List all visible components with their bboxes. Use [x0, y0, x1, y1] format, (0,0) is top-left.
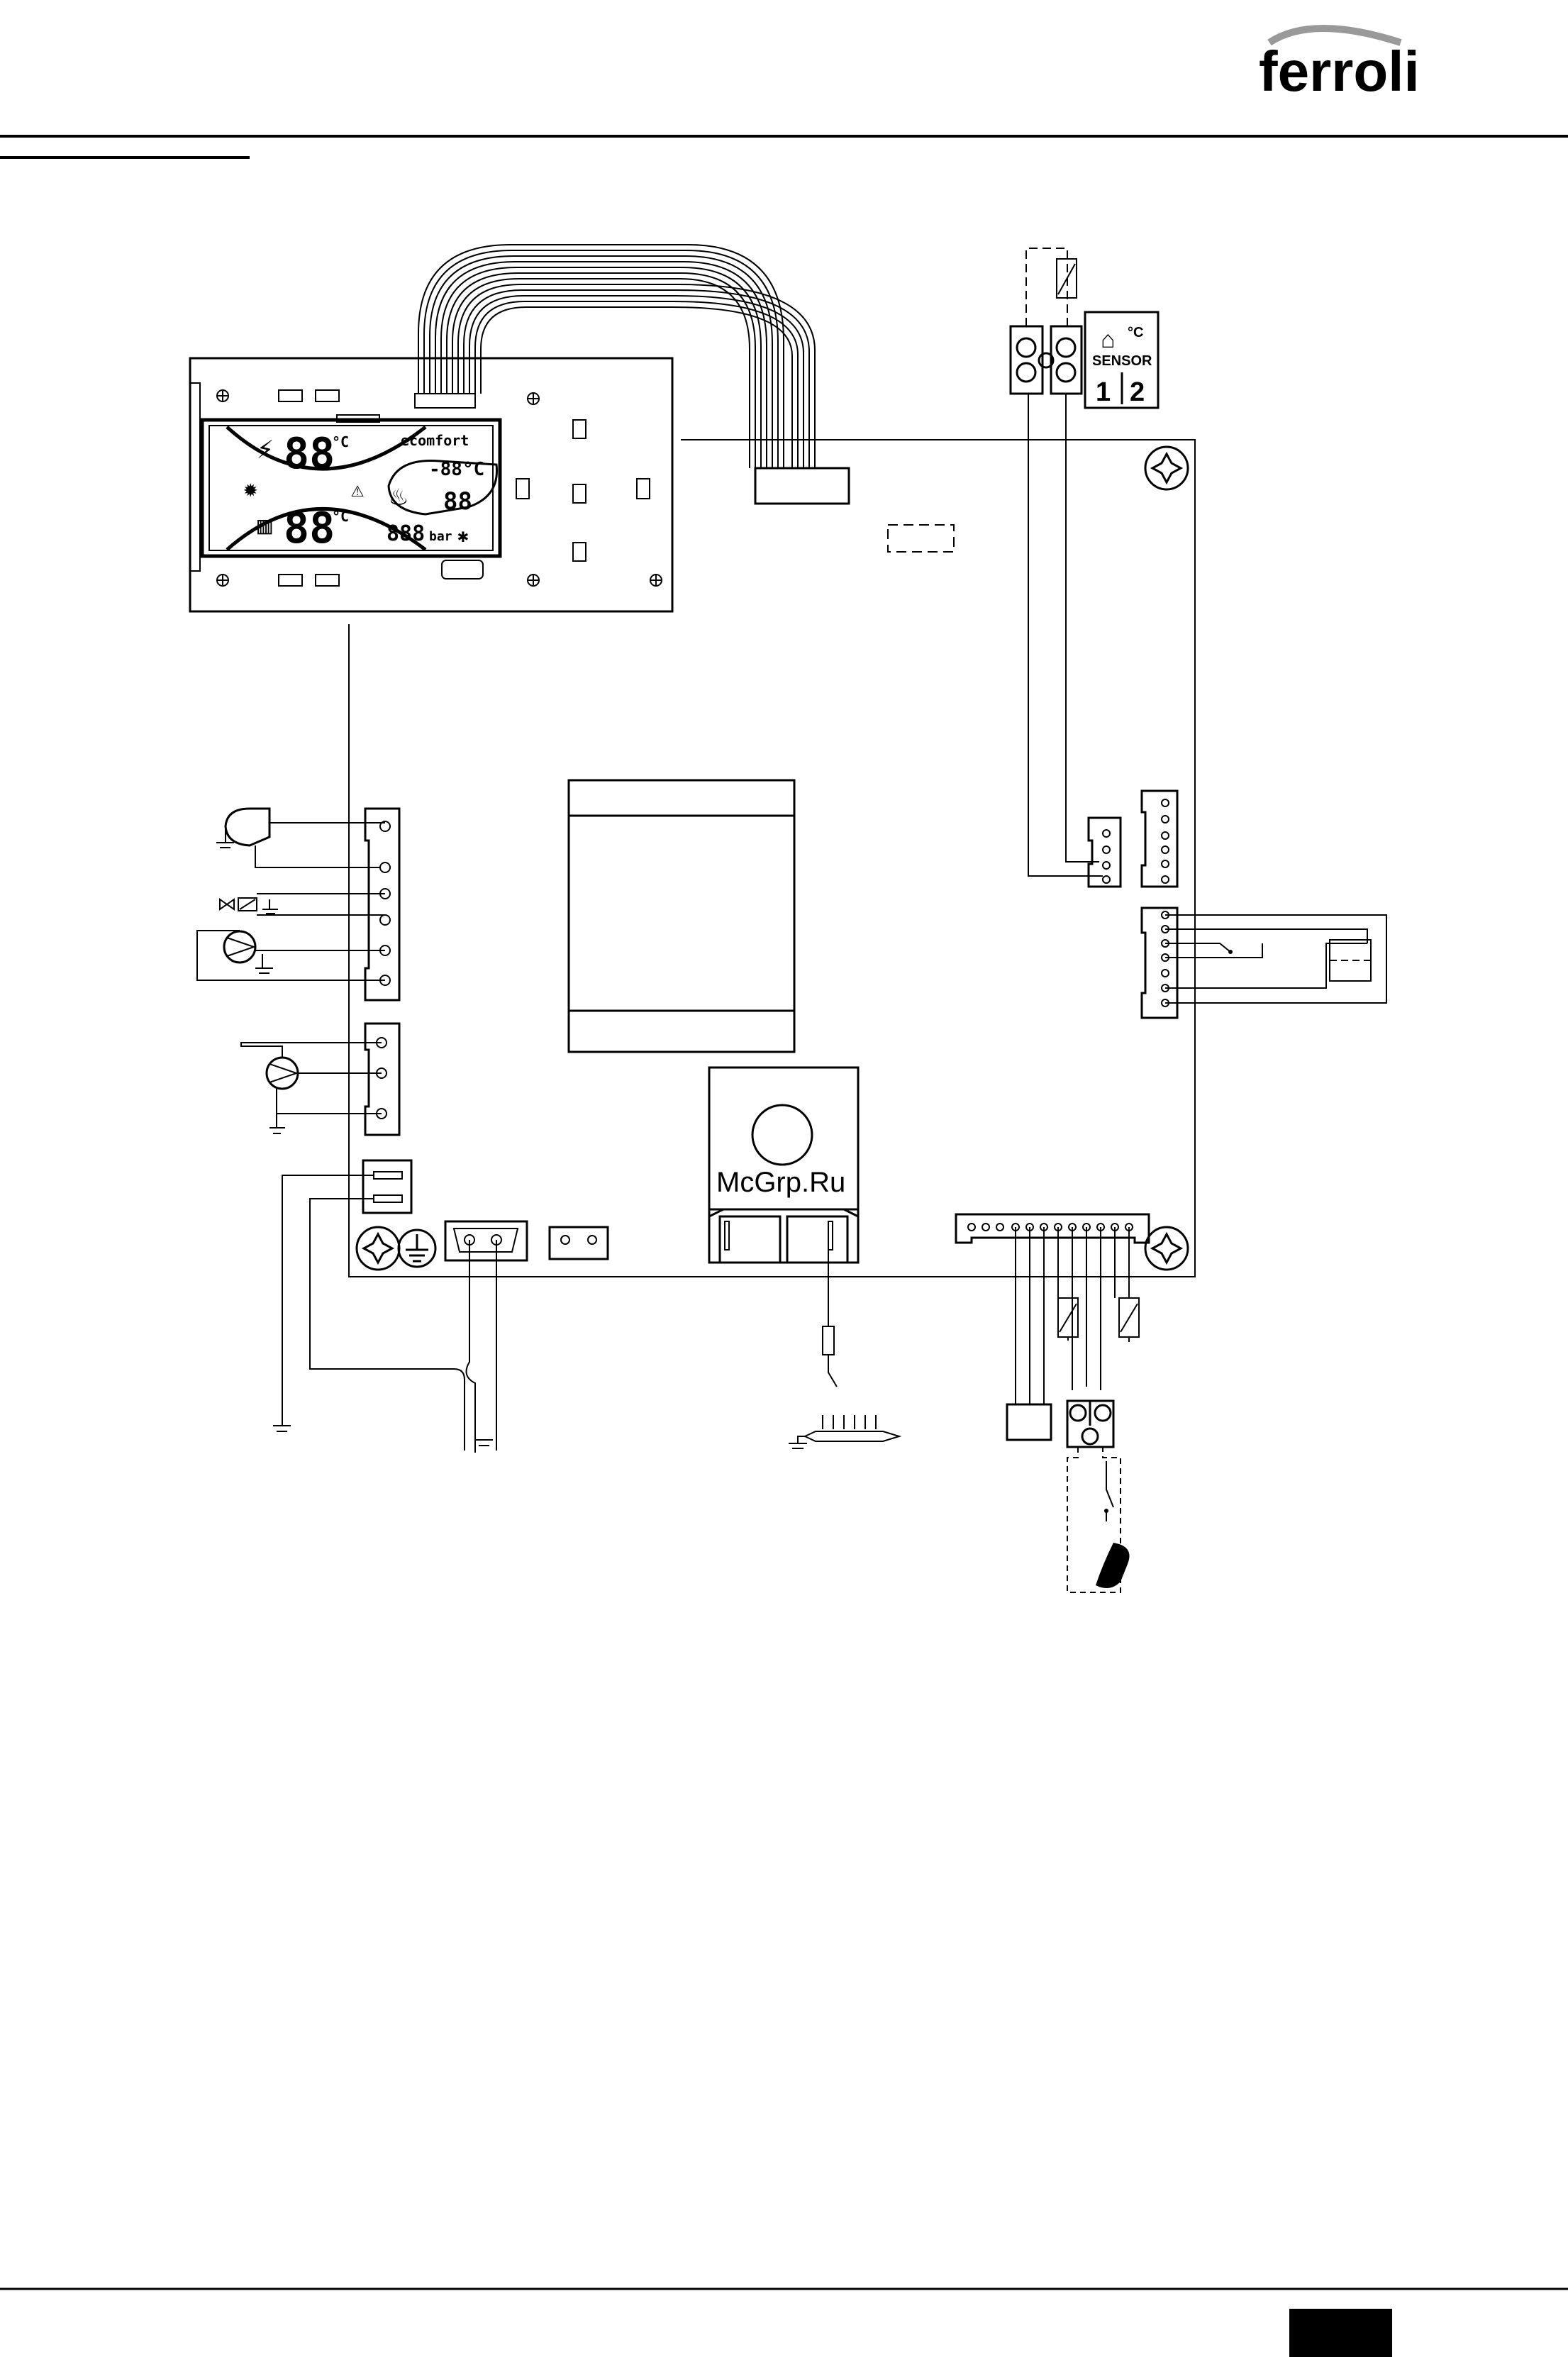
fan-component [216, 809, 385, 867]
watermark: McGrp.Ru [716, 1167, 845, 1198]
connector-sensor-strip [956, 1214, 1149, 1243]
mount-screw-bottom-left [357, 1227, 399, 1270]
home-thermo-icon: ⌂ [1101, 326, 1116, 353]
ext-sensor-terminal [1011, 248, 1103, 876]
lcd-digits-top: 88 [284, 429, 335, 479]
lcd-unit-pressure: bar [429, 529, 452, 544]
pump-component [197, 931, 385, 980]
connector-power [363, 1160, 411, 1213]
lcd-digits-bottom: 88 [284, 504, 335, 553]
connector-room-thermostat [1142, 908, 1177, 1018]
radiator-icon: ▥ [257, 511, 272, 540]
sensor-terminal-2: 2 [1130, 377, 1145, 407]
ignition-transformer: McGrp.Ru [709, 1067, 858, 1263]
warning-icon: ⚠ [351, 477, 364, 502]
gas-valve-component [220, 894, 385, 915]
flat-cable-connector [415, 394, 475, 408]
main-board: McGrp.Ru [349, 440, 1195, 1277]
page-number-tab [1289, 2309, 1392, 2357]
sensor-label-block: ⌂ °C SENSOR 1 2 [1085, 312, 1158, 408]
lcd-screen: ⚡ 88 °C ecomfort ✹ ⚠ -88°C ♨ 88 ▥ 88 °C … [202, 420, 500, 556]
mount-screw-bottom-right [1145, 1227, 1188, 1270]
fuse-holder [888, 525, 954, 552]
mount-screw-top-right [1145, 447, 1188, 489]
sensor-unit: °C [1128, 325, 1143, 340]
flame-tap-icon: ⚡ [257, 433, 274, 465]
lcd-unit-bottom: °C [332, 508, 349, 525]
flow-switch-box [1007, 1404, 1051, 1440]
bottom-sensor-wiring [1007, 1227, 1139, 1592]
lcd-digits-pressure: 888 [387, 521, 425, 546]
snowflake-icon: ✱ [457, 526, 469, 547]
earth-symbol [399, 1230, 435, 1267]
display-board: ⚡ 88 °C ecomfort ✹ ⚠ -88°C ♨ 88 ▥ 88 °C … [190, 358, 672, 611]
lcd-unit-top: °C [332, 433, 349, 450]
footer [0, 2289, 1568, 2357]
sensor-label: SENSOR [1092, 353, 1152, 369]
flame-icon: ♨ [390, 479, 407, 512]
lcd-label-ecomfort: ecomfort [401, 432, 469, 449]
jumper-connector [550, 1227, 608, 1259]
connector-circulator [365, 1024, 399, 1135]
ribbon-connector [755, 468, 849, 504]
sensor-terminal-1: 1 [1096, 377, 1111, 407]
ignition-electrode [789, 1250, 899, 1448]
lcd-digits-room: 88 [443, 487, 472, 516]
header: ferroli [0, 28, 1568, 157]
sun-icon: ✹ [243, 475, 257, 503]
connector-six-pin [1142, 791, 1177, 887]
brand-logo: ferroli [1259, 28, 1420, 103]
room-thermostat-wiring [1165, 915, 1386, 1003]
circulator-component [241, 1043, 382, 1133]
mains-connector [445, 1221, 527, 1260]
brand-name: ferroli [1259, 40, 1420, 103]
connector-fan-valve-pump [365, 809, 399, 1000]
capacitor [442, 560, 483, 579]
thermostat-probe-icon [1096, 1543, 1130, 1588]
